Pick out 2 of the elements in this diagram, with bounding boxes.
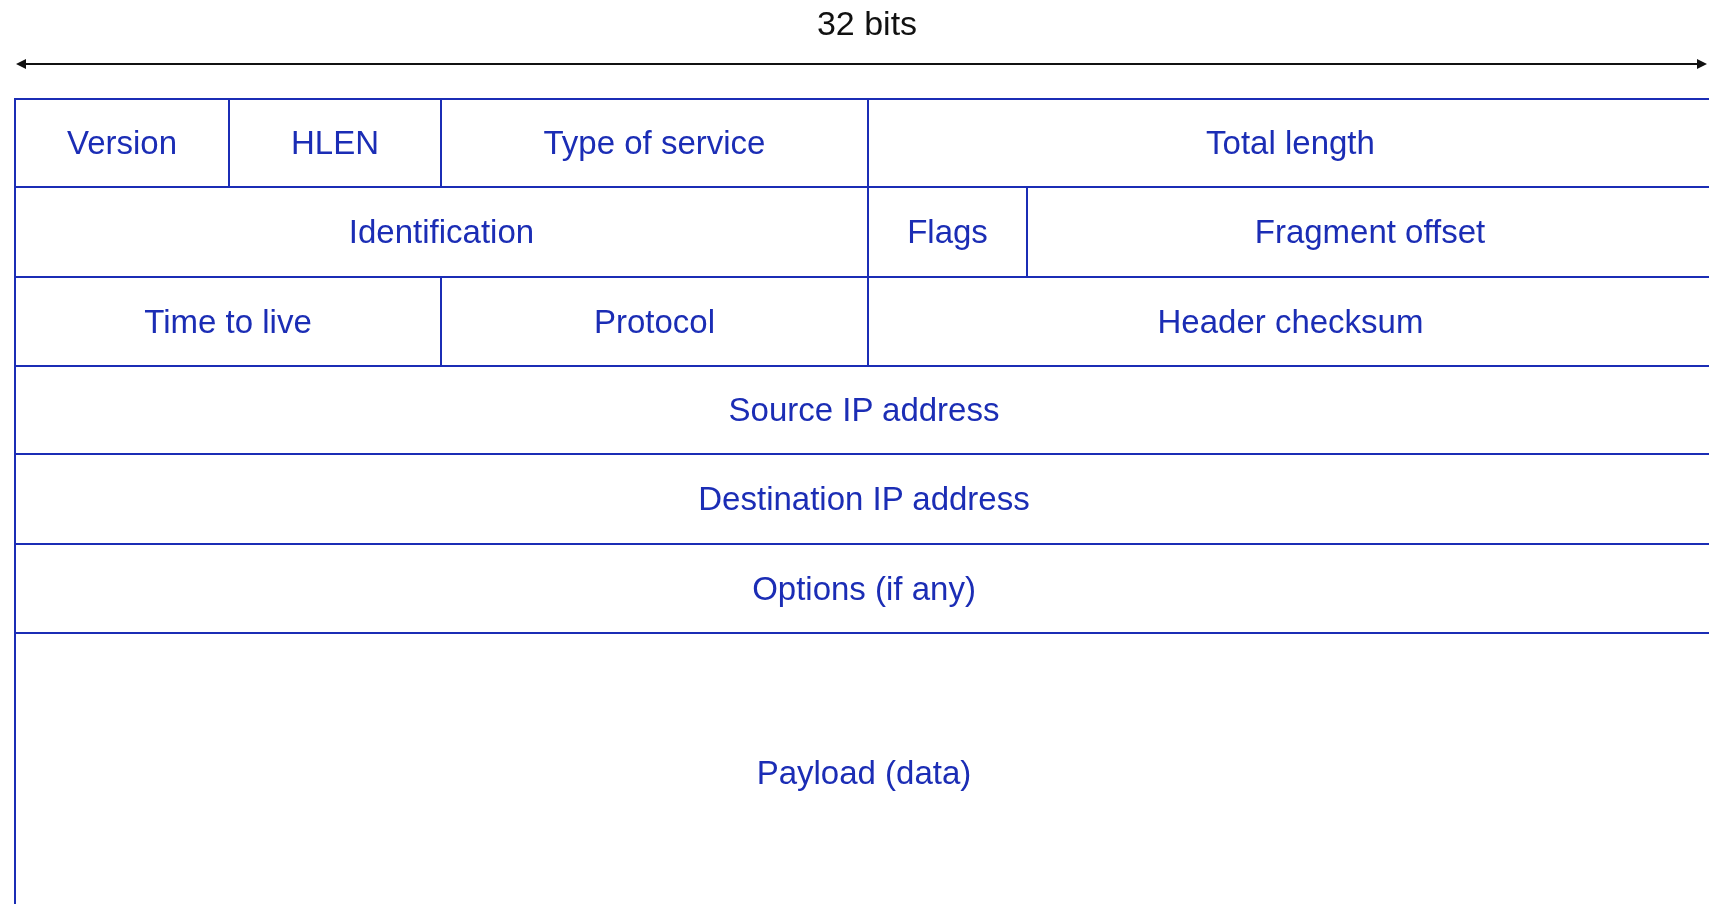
dimension-label: 32 bits <box>816 4 918 43</box>
header-field: Version <box>14 98 230 188</box>
